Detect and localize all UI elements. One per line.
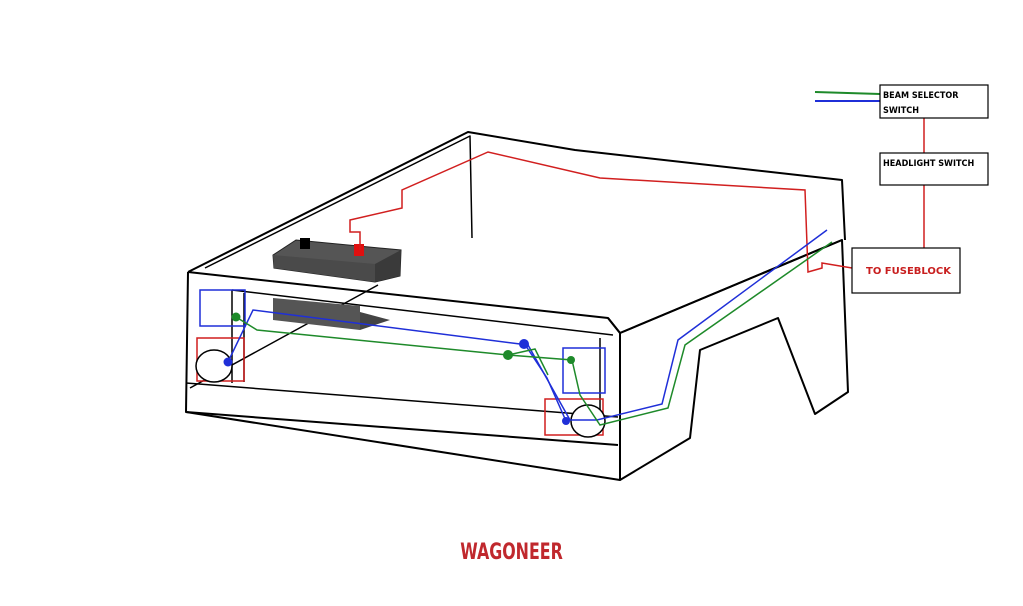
- battery-negative-terminal: [300, 238, 310, 249]
- left-headlight: [195, 289, 246, 383]
- diagram-title: WAGONEER: [460, 540, 563, 565]
- headlight-switch: HEADLIGHT SWITCH: [879, 152, 989, 186]
- left-parking-light: [199, 289, 246, 327]
- headlight-switch-label: HEADLIGHT SWITCH: [883, 159, 974, 169]
- power-wire: [349, 151, 853, 273]
- high-beam-wire: [227, 229, 828, 421]
- low-beam-wire: [235, 241, 833, 426]
- right-parking-light: [562, 347, 606, 394]
- beam-selector-switch: BEAM SELECTOR SWITCH: [879, 84, 989, 119]
- right-headlight: [544, 347, 606, 438]
- battery-positive-terminal: [354, 244, 364, 256]
- battery: [272, 238, 402, 330]
- beam-selector-label-line1: BEAM SELECTOR: [883, 91, 959, 101]
- battery-tray: [273, 298, 360, 330]
- fuseblock-label: TO FUSEBLOCK: [866, 266, 952, 277]
- low-beam-input-wire: [814, 91, 881, 95]
- beam-selector-label-line2: SWITCH: [883, 106, 919, 116]
- fuseblock: TO FUSEBLOCK: [851, 247, 961, 294]
- wire-connectors: [223, 312, 575, 425]
